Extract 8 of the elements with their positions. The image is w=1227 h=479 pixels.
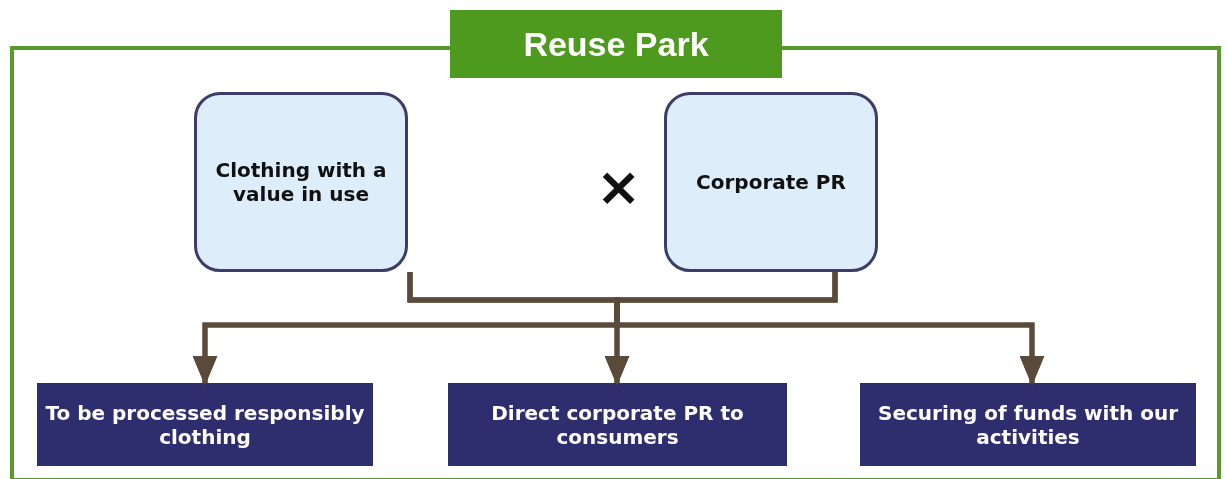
connector-arrow (614, 272, 1045, 386)
result-box: Securing of funds with our activities (860, 383, 1196, 466)
title-tab: Reuse Park (450, 10, 782, 78)
result-box: Direct corporate PR to consumers (448, 383, 787, 466)
rounded-box: Corporate PR (664, 92, 878, 272)
multiply-sign: × (596, 160, 642, 214)
result-box: To be processed responsibly clothing (37, 383, 373, 466)
rounded-box: Clothing with a value in use (194, 92, 408, 272)
